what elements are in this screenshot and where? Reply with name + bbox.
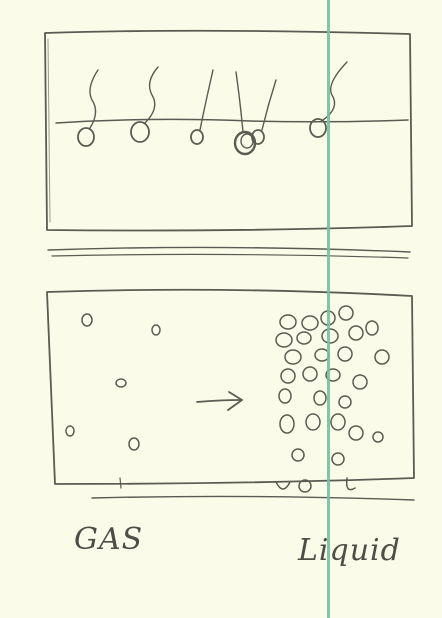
top-panel <box>44 29 413 232</box>
bottom-panel-baseline <box>91 495 415 501</box>
tethered-particle <box>77 69 99 147</box>
liquid-particles <box>275 305 390 493</box>
bottom-panel <box>46 288 415 501</box>
panel-separator-bottom <box>51 253 409 259</box>
arrow-icon <box>196 391 243 411</box>
top-panel-line <box>55 118 409 124</box>
gas-particles <box>65 313 161 489</box>
margin-line <box>327 0 330 618</box>
panel-separator-top <box>47 246 411 253</box>
tethered-particle <box>190 69 214 145</box>
bottom-panel-border <box>46 288 415 485</box>
gas-label: GAS <box>74 522 144 557</box>
liquid-label: Liquid <box>298 533 401 568</box>
top-panel-border-inner <box>47 38 51 223</box>
tethered-particle <box>130 66 159 143</box>
tethered-particle <box>309 61 348 138</box>
tethered-particle <box>233 71 257 156</box>
tethered-particle <box>251 79 277 145</box>
top-panel-border <box>44 29 413 232</box>
